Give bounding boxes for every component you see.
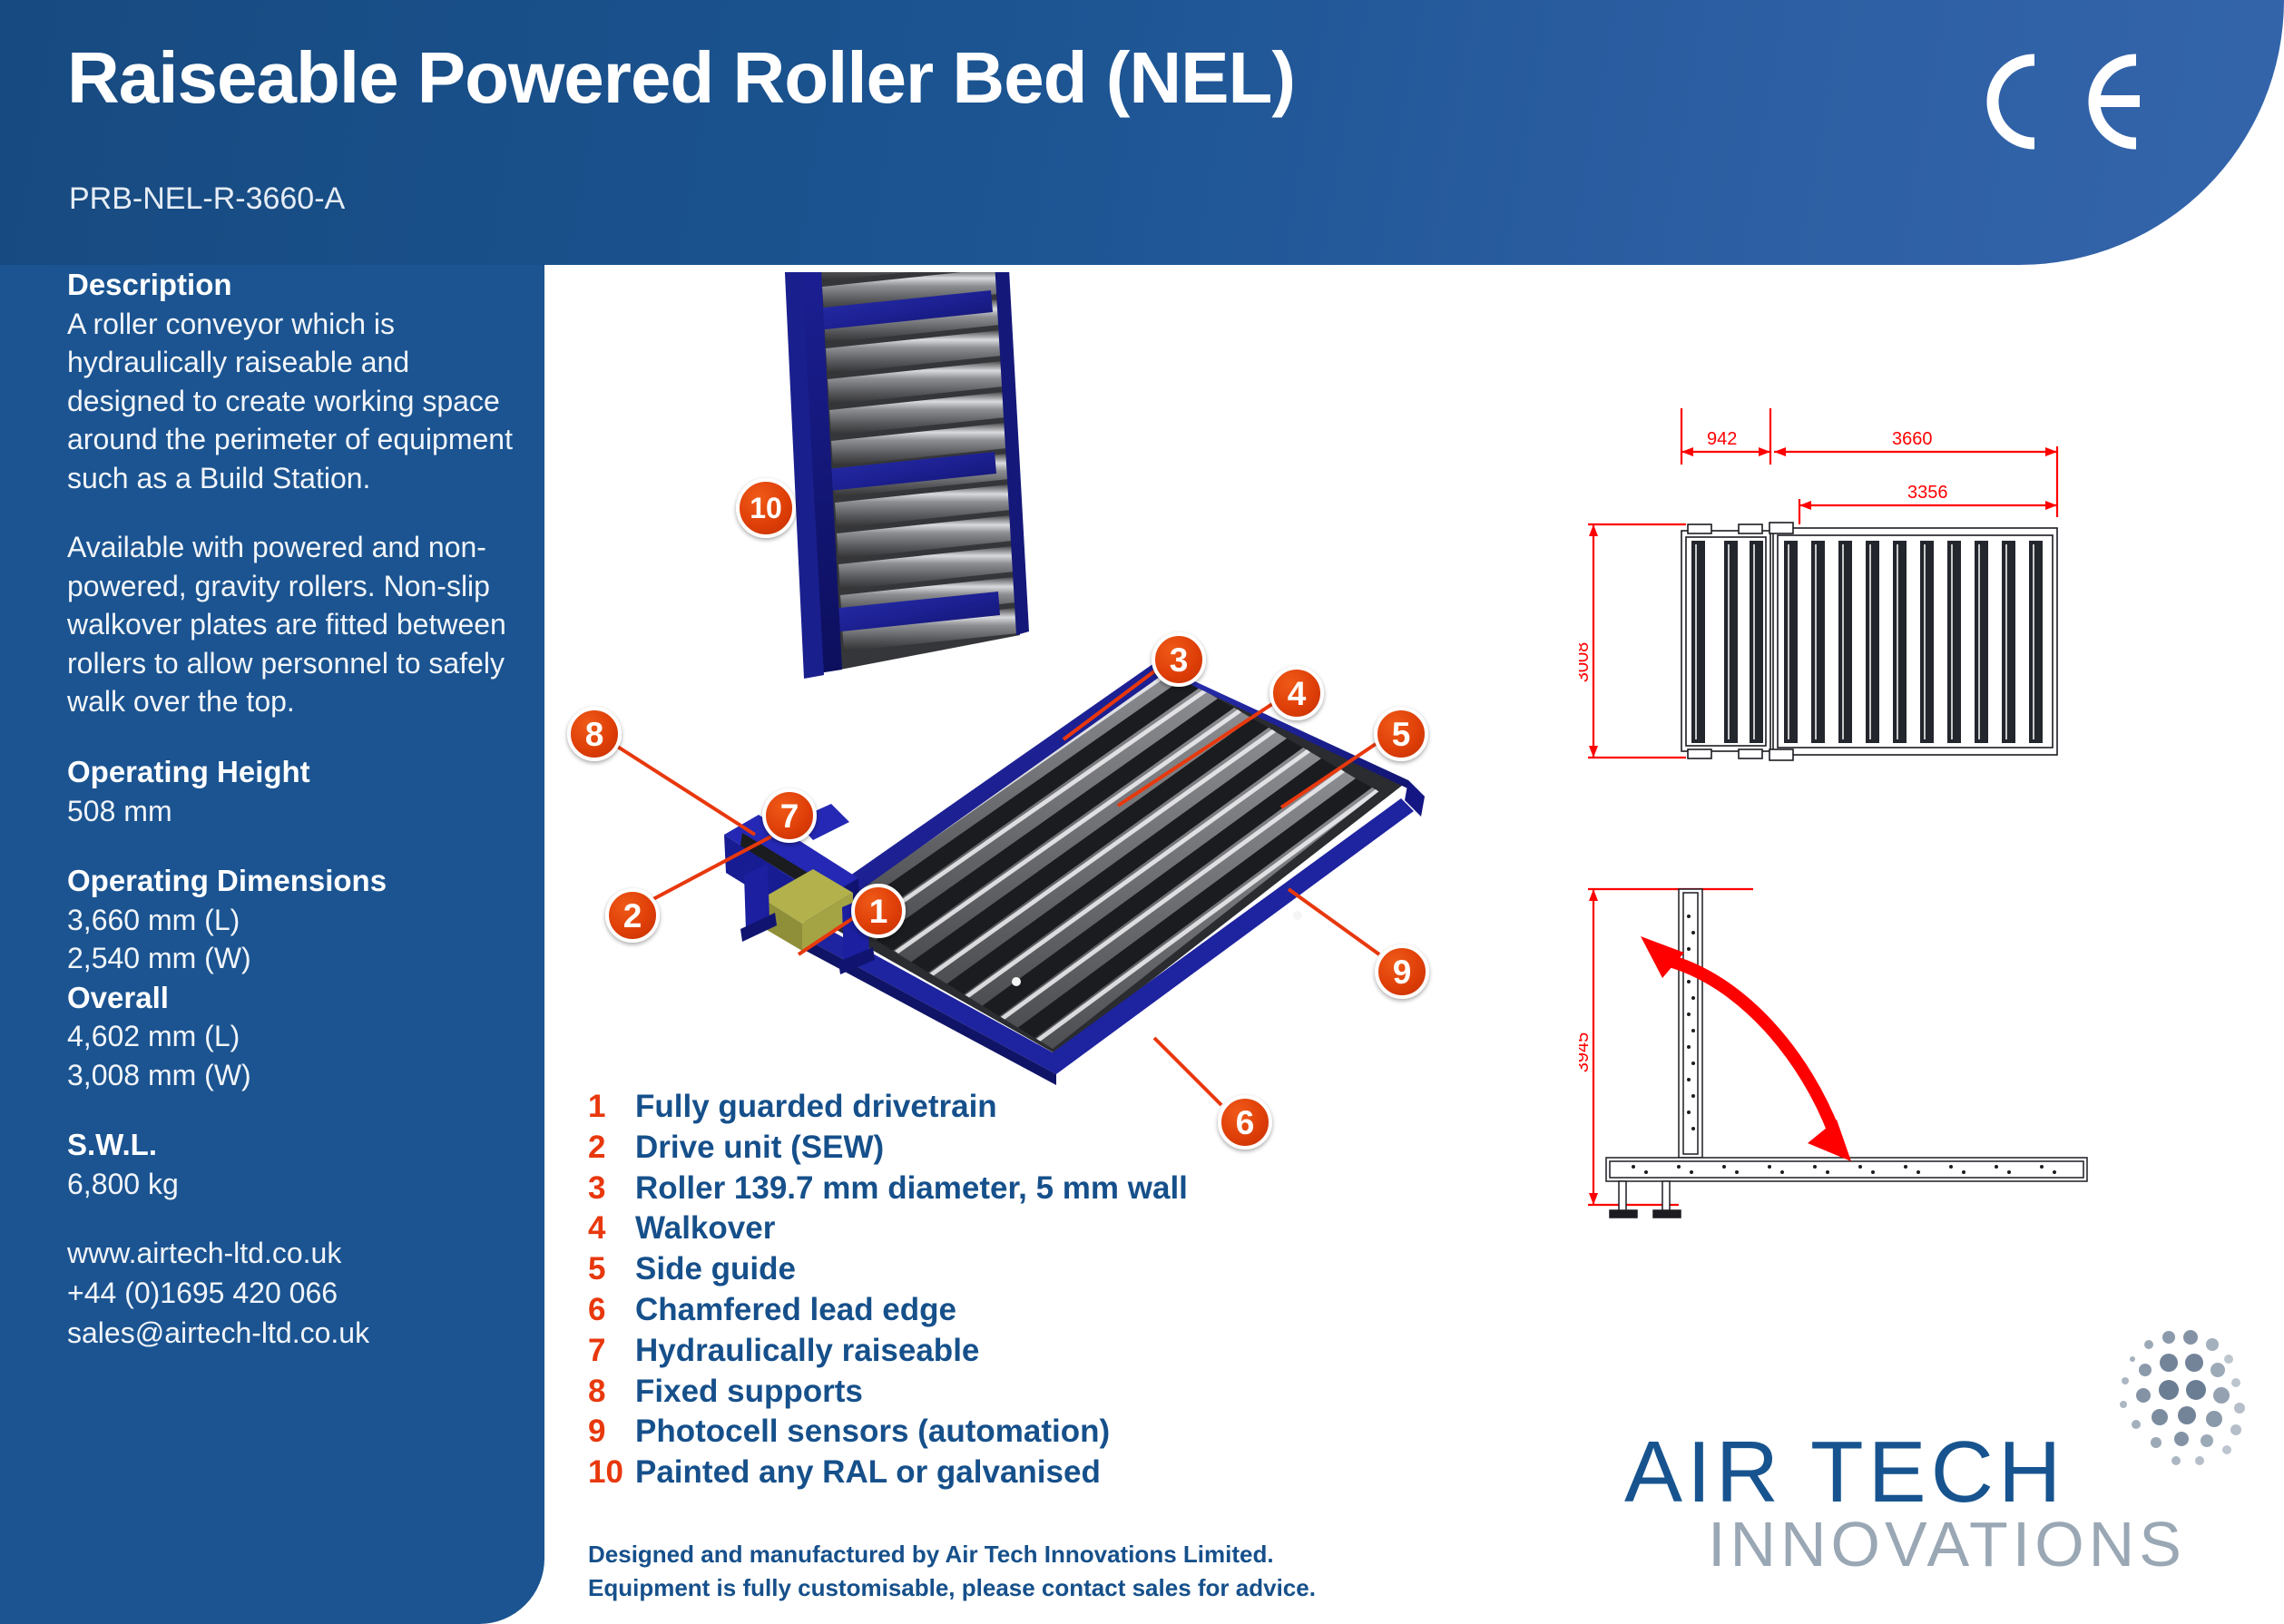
raised-roller-bed <box>784 272 1029 679</box>
dim-3945-label: 3945 <box>1579 1032 1593 1073</box>
product-3d-render <box>724 272 1425 1085</box>
callout-badge-5[interactable]: 5 <box>1374 707 1428 761</box>
operating-dimensions-length: 3,660 mm (L) <box>67 903 240 936</box>
callout-badge-10[interactable]: 10 <box>736 478 796 538</box>
legend-item: 3 Roller 139.7 mm diameter, 5 mm wall <box>588 1169 1188 1209</box>
legend-item: 5 Side guide <box>588 1249 1188 1290</box>
logo-primary-text: AIR TECH <box>1624 1423 2066 1521</box>
technical-drawing-plan-view: 942 3660 3356 3008 <box>1579 408 2059 761</box>
description-paragraph-2: Available with powered and non-powered, … <box>67 531 506 719</box>
overall-heading: Overall <box>67 980 169 1014</box>
callout-badge-8[interactable]: 8 <box>567 707 622 761</box>
callout-badge-4[interactable]: 4 <box>1269 666 1324 720</box>
overall-length: 4,602 mm (L) <box>67 1020 240 1053</box>
legend-item-label: Fully guarded drivetrain <box>635 1089 997 1124</box>
operating-height-value: 508 mm <box>67 794 172 827</box>
legend-item-number: 8 <box>588 1373 606 1409</box>
email-link[interactable]: sales@airtech-ltd.co.uk <box>67 1316 370 1350</box>
operating-dimensions-heading: Operating Dimensions <box>67 864 387 898</box>
legend-item-number: 1 <box>588 1089 606 1124</box>
legend-item-label: Drive unit (SEW) <box>635 1129 885 1165</box>
legend-item-number: 5 <box>588 1251 606 1287</box>
legend-item-label: Roller 139.7 mm diameter, 5 mm wall <box>635 1169 1188 1206</box>
ce-mark-icon <box>1986 54 2140 150</box>
description-heading: Description <box>67 268 232 301</box>
callout-badge-7[interactable]: 7 <box>762 788 817 843</box>
part-number: PRB-NEL-R-3660-A <box>69 181 346 216</box>
legend-item-number: 2 <box>588 1129 606 1165</box>
footnote-line-1: Designed and manufactured by Air Tech In… <box>588 1541 1274 1568</box>
legend-item-number: 4 <box>588 1210 606 1247</box>
overall-width: 3,008 mm (W) <box>67 1058 251 1091</box>
legend-item-label: Side guide <box>635 1251 796 1287</box>
phone-number[interactable]: +44 (0)1695 420 066 <box>67 1277 338 1310</box>
description-paragraph-1: A roller conveyor which is hydraulically… <box>67 307 513 494</box>
legend-item-number: 10 <box>588 1454 623 1491</box>
company-logo: AIR TECH INNOVATIONS <box>1624 1297 2259 1597</box>
legend-item-number: 7 <box>588 1332 606 1368</box>
callout-badge-2[interactable]: 2 <box>605 888 660 943</box>
spacer <box>67 830 521 861</box>
legend-item-label: Fixed supports <box>635 1373 863 1409</box>
legend-item: 8 Fixed supports <box>588 1372 1188 1413</box>
raise-lower-arrow-icon <box>1641 936 1851 1161</box>
footnote-line-2: Equipment is fully customisable, please … <box>588 1573 1316 1601</box>
logo-secondary-text: INNOVATIONS <box>1708 1509 2186 1580</box>
callout-badge-1[interactable]: 1 <box>851 884 906 938</box>
callout-badge-9[interactable]: 9 <box>1375 944 1429 999</box>
legend-item: 7 Hydraulically raiseable <box>588 1331 1188 1372</box>
callout-badge-3[interactable]: 3 <box>1152 632 1206 687</box>
legend-item-label: Chamfered lead edge <box>635 1291 956 1327</box>
spacer <box>67 721 521 752</box>
legend-item-label: Painted any RAL or galvanised <box>635 1454 1101 1491</box>
spacer <box>67 1094 521 1125</box>
legend-item: 9 Photocell sensors (automation) <box>588 1412 1188 1453</box>
spacer <box>67 1203 521 1234</box>
sidebar-panel: Description A roller conveyor which is h… <box>0 181 544 1624</box>
legend-item-number: 6 <box>588 1291 606 1327</box>
legend-item: 2 Drive unit (SEW) <box>588 1128 1188 1169</box>
operating-dimensions-width: 2,540 mm (W) <box>67 942 251 975</box>
globe-icon <box>2120 1330 2245 1465</box>
legend-item: 1 Fully guarded drivetrain <box>588 1087 1188 1128</box>
callout-badge-6[interactable]: 6 <box>1218 1095 1272 1150</box>
legend-item: 6 Chamfered lead edge <box>588 1290 1188 1331</box>
legend-item-label: Walkover <box>635 1210 776 1247</box>
legend-item-number: 9 <box>588 1414 606 1450</box>
dim-3008-label: 3008 <box>1579 642 1593 683</box>
sidebar-content: Description A roller conveyor which is h… <box>67 265 521 1354</box>
legend-item-label: Photocell sensors (automation) <box>635 1414 1111 1450</box>
legend-item: 10 Painted any RAL or galvanised <box>588 1453 1188 1493</box>
swl-heading: S.W.L. <box>67 1128 157 1162</box>
spacer <box>67 497 521 528</box>
dim-942-label: 942 <box>1707 429 1737 449</box>
website-link[interactable]: www.airtech-ltd.co.uk <box>67 1237 342 1270</box>
legend-list: 1 Fully guarded drivetrain 2 Drive unit (SE… <box>588 1087 1188 1493</box>
legend-item-label: Hydraulically raiseable <box>635 1332 980 1368</box>
legend-item-number: 3 <box>588 1169 606 1206</box>
legend-item: 4 Walkover <box>588 1208 1188 1249</box>
footnote: Designed and manufactured by Air Tech In… <box>588 1538 1316 1605</box>
dim-3356-label: 3356 <box>1907 483 1948 503</box>
technical-drawing-side-elevation: 3945 <box>1579 887 2088 1218</box>
dim-3660-label: 3660 <box>1892 429 1933 449</box>
swl-value: 6,800 kg <box>67 1167 179 1200</box>
operating-height-heading: Operating Height <box>67 755 310 789</box>
page-header: Raiseable Powered Roller Bed (NEL) PRB-N… <box>0 0 2284 265</box>
horizontal-roller-deck <box>802 660 1425 1085</box>
page-title: Raiseable Powered Roller Bed (NEL) <box>67 37 1296 118</box>
